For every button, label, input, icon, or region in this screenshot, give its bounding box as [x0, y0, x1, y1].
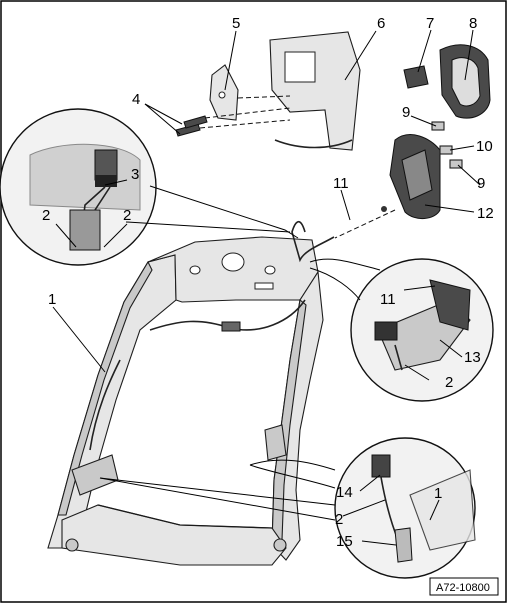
callout-1-frame: 1 [48, 291, 56, 308]
callout-13: 13 [464, 349, 481, 366]
clip-part [403, 65, 429, 89]
callout-10: 10 [476, 138, 493, 155]
trim-bezel [439, 44, 491, 119]
upper-bracket [269, 31, 361, 151]
bowden-cable [291, 221, 335, 263]
figure-id-box: A72-10800 [429, 577, 499, 596]
callout-4: 4 [132, 91, 140, 108]
callout-2-detail-hook: 2 [335, 511, 343, 528]
callout-15: 15 [336, 533, 353, 550]
callout-8: 8 [469, 15, 477, 32]
screws-9-10 [431, 121, 463, 169]
callout-3: 3 [131, 166, 139, 183]
figure-id: A72-10800 [436, 582, 490, 594]
callouts: 1 1 2 2 2 2 3 4 5 6 7 8 9 9 10 11 11 12 … [42, 15, 494, 550]
callout-9-upper: 9 [402, 104, 410, 121]
detail-hook [334, 437, 476, 579]
callout-11-upper: 11 [333, 175, 349, 192]
callout-12: 12 [477, 205, 494, 222]
seat-back-frame [47, 236, 324, 566]
callout-2-right: 2 [123, 207, 131, 224]
callout-11-detail: 11 [380, 291, 396, 308]
mounting-plate [209, 64, 239, 121]
callout-14: 14 [336, 484, 353, 501]
callout-1-detail: 1 [434, 485, 442, 502]
callout-5: 5 [232, 15, 240, 32]
screws-4 [175, 115, 208, 137]
callout-2-detail-cable: 2 [445, 374, 453, 391]
callout-6: 6 [377, 15, 385, 32]
detail-cable-end [350, 258, 494, 402]
callout-7: 7 [426, 15, 434, 32]
detail-connector [0, 108, 157, 266]
leader-lines [52, 29, 481, 546]
callout-9-lower: 9 [477, 175, 485, 192]
callout-2-left: 2 [42, 207, 50, 224]
release-handle [389, 134, 441, 219]
